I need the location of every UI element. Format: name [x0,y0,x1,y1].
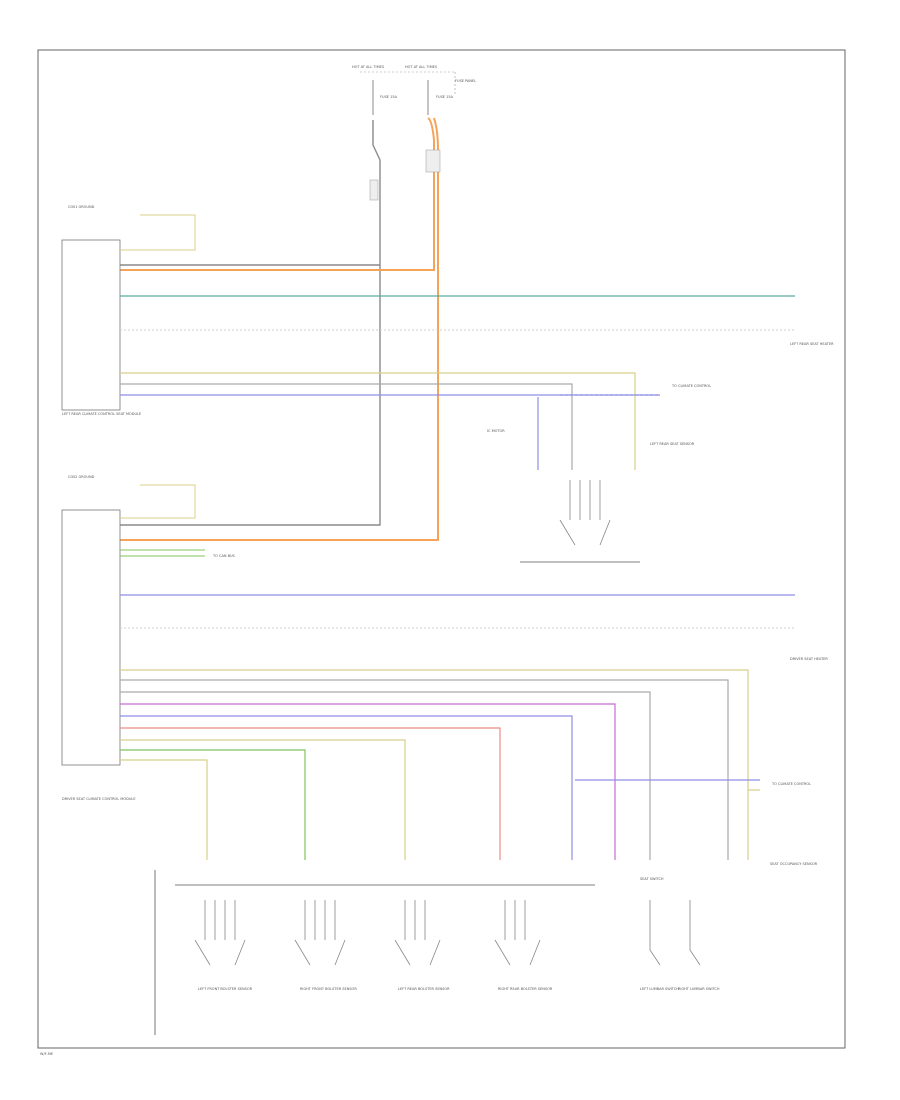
ic-motor-label: IC MOTOR [487,429,505,433]
lumbar-switches [649,900,701,966]
fuse-hot-label-left: HOT AT ALL TIMES [352,65,385,69]
seat-switch-label: SEAT SWITCH [640,877,664,881]
driver-module-label: DRIVER SEAT CLIMATE CONTROL MODULE [62,797,136,801]
seat-sensor-symbol-top [559,480,611,546]
ground-bottom-wire [120,484,196,519]
wire-purple-lower [120,703,616,860]
ground-top-label: G301 GROUND [68,205,95,209]
wire-yellow-lower [120,669,749,860]
feed-wires [120,117,441,541]
to-climate-bottom-label: TO CLIMATE CONTROL [771,782,811,786]
left-rear-module-box [61,239,121,411]
feed-connector-a [369,179,379,201]
fuse-panel-label: FUSE PANEL [455,79,476,83]
left-front-bolster-label: LEFT FRONT BOLSTER SENSOR [198,987,253,991]
bolster-sensor-4 [494,900,541,966]
fuse-a-label: FUSE 15A [380,95,398,99]
to-climate-top-label: TO CLIMATE CONTROL [671,384,711,388]
orange-feed-wire-b [120,117,439,541]
wire-yellow-upper [120,372,636,470]
left-rear-module-label: LEFT REAR CLIMATE CONTROL SEAT MODULE [62,412,141,416]
orange-feed-wire-a [120,117,435,271]
ground-bottom-label: G302 GROUND [68,475,95,479]
right-rear-bolster-label: RIGHT REAR BOLSTER SENSOR [498,987,553,991]
wire-gray-lower-a [120,679,729,860]
feed-connector-b [425,149,441,173]
wire-green-lower [120,749,306,860]
driver-module-box [61,509,121,766]
driver-module: DRIVER SEAT CLIMATE CONTROL MODULE G302 … [61,475,828,866]
wire-gray-upper [120,383,573,470]
left-rear-bolster-label: LEFT REAR BOLSTER SENSOR [398,987,450,991]
bolster-sensor-1 [194,900,246,966]
fuse-b-label: FUSE 15A [436,95,454,99]
right-front-bolster-label: RIGHT FRONT BOLSTER SENSOR [300,987,357,991]
left-rear-heater-label: LEFT REAR SEAT HEATER [790,342,834,346]
bottom-sensors: LEFT FRONT BOLSTER SENSOR RIGHT FRONT BO… [154,870,720,1035]
left-rear-module: LEFT REAR CLIMATE CONTROL SEAT MODULE G3… [61,205,834,563]
right-lumbar-label: RIGHT LUMBAR SWITCH [678,987,720,991]
to-can-label: TO CAN BUS [212,554,236,558]
driver-heater-label: DRIVER SEAT HEATER [790,657,828,661]
fuse-hot-label-right: HOT AT ALL TIMES [405,65,438,69]
gray-feed-wire [120,120,381,526]
ground-top-wire [120,214,196,251]
diagram-frame [37,49,846,1049]
wire-yellow-lower-c [120,759,208,860]
bolster-sensor-3 [394,900,441,966]
wire-yellow-lower-b [120,739,406,860]
bolster-sensor-2 [294,900,346,966]
seat-occupancy-label: SEAT OCCUPANCY SENSOR [770,862,818,866]
wire-gray-lower-b [120,691,651,860]
wire-violet-lower-b [120,715,573,860]
footer-code: W/F-ME [40,1052,53,1056]
left-lumbar-label: LEFT LUMBAR SWITCH [640,987,679,991]
wire-pink-lower [120,727,501,860]
fuse-panel-area: HOT AT ALL TIMES HOT AT ALL TIMES FUSE P… [352,65,476,115]
left-rear-sensor-label: LEFT REAR SEAT SENSOR [650,442,695,446]
